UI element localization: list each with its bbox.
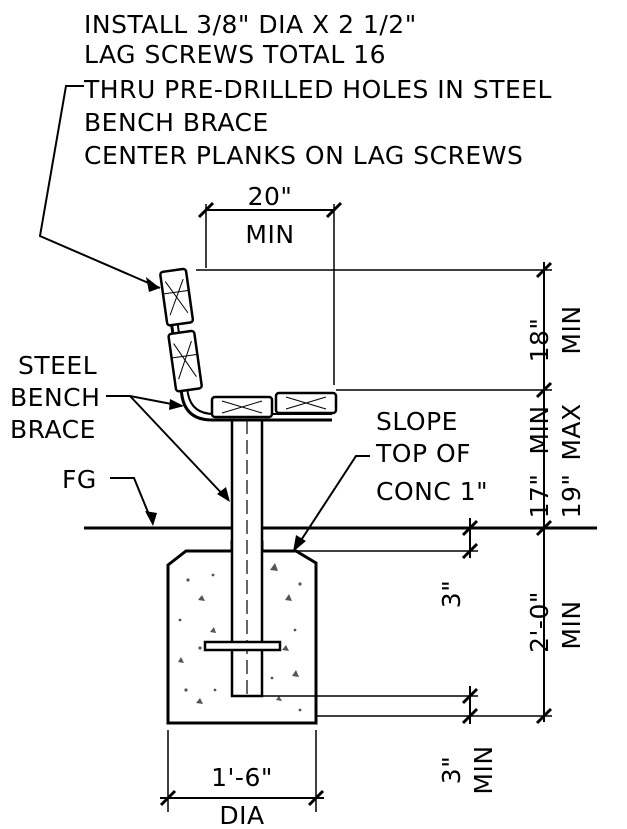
slope-leader-arrow bbox=[293, 535, 306, 552]
backrest-height-value: 18" bbox=[525, 318, 554, 363]
brace-label-line-1: STEEL bbox=[18, 351, 97, 380]
install-note: INSTALL 3/8" DIA X 2 1/2" LAG SCREWS TOT… bbox=[83, 10, 552, 170]
top-offset-dimension: 3" bbox=[437, 518, 479, 608]
embedment-value: 2'-0" bbox=[525, 591, 554, 653]
note-line-3: THRU PRE-DRILLED HOLES IN STEEL bbox=[83, 75, 552, 104]
footing-diameter-dimension: 1'-6" DIA bbox=[159, 730, 325, 829]
concrete-aggregate bbox=[178, 563, 302, 712]
bottom-cover-dimension: 3" MIN bbox=[437, 686, 498, 795]
seat-depth-value: 20" bbox=[248, 182, 293, 211]
anchor-pin bbox=[203, 640, 282, 652]
backrest-height-qualifier: MIN bbox=[557, 305, 586, 354]
slope-leader bbox=[295, 455, 370, 549]
footing-diameter-value: 1'-6" bbox=[211, 763, 273, 792]
seat-height-min-value: 17" bbox=[525, 474, 554, 519]
top-offset-value: 3" bbox=[437, 580, 466, 608]
note-line-4: BENCH BRACE bbox=[84, 108, 269, 137]
bottom-cover-qualifier: MIN bbox=[469, 745, 498, 794]
note-leader-arrow bbox=[146, 277, 160, 292]
fg-label: FG bbox=[62, 465, 97, 494]
seat-height-max-qualifier: MAX bbox=[557, 403, 586, 460]
note-line-1: INSTALL 3/8" DIA X 2 1/2" bbox=[84, 10, 417, 39]
slope-label-line-1: SLOPE bbox=[376, 407, 458, 436]
brace-leader-arrow-2 bbox=[217, 487, 230, 502]
note-line-5: CENTER PLANKS ON LAG SCREWS bbox=[84, 141, 523, 170]
seat-height-dimension: MIN 17" MAX 19" bbox=[525, 390, 586, 537]
brace-label-line-2: BENCH bbox=[10, 383, 100, 412]
brace-label-line-3: BRACE bbox=[10, 415, 96, 444]
backrest-height-dimension: 18" MIN bbox=[525, 261, 586, 399]
seat-height-max-value: 19" bbox=[557, 474, 586, 519]
seat-planks bbox=[210, 391, 338, 419]
slope-label-line-3: CONC 1" bbox=[376, 477, 488, 506]
note-line-2: LAG SCREWS TOTAL 16 bbox=[84, 40, 386, 69]
brace-leader-arrow-1 bbox=[169, 399, 184, 410]
note-leader bbox=[38, 85, 161, 289]
footing-diameter-qualifier: DIA bbox=[219, 801, 264, 829]
slope-label-line-2: TOP OF bbox=[375, 439, 471, 468]
embedment-dimension: 2'-0" MIN bbox=[525, 528, 586, 725]
brace-leader-2 bbox=[129, 395, 229, 501]
fg-leader bbox=[110, 477, 153, 523]
seat-depth-qualifier: MIN bbox=[245, 220, 294, 249]
bottom-cover-value: 3" bbox=[437, 756, 466, 784]
seat-depth-dimension: 20" MIN bbox=[197, 182, 343, 385]
embedment-qualifier: MIN bbox=[557, 600, 586, 649]
backrest-planks bbox=[159, 267, 203, 393]
steel-bench-brace bbox=[164, 285, 332, 422]
seat-height-min-qualifier: MIN bbox=[525, 405, 554, 454]
fg-leader-arrow bbox=[145, 511, 157, 526]
